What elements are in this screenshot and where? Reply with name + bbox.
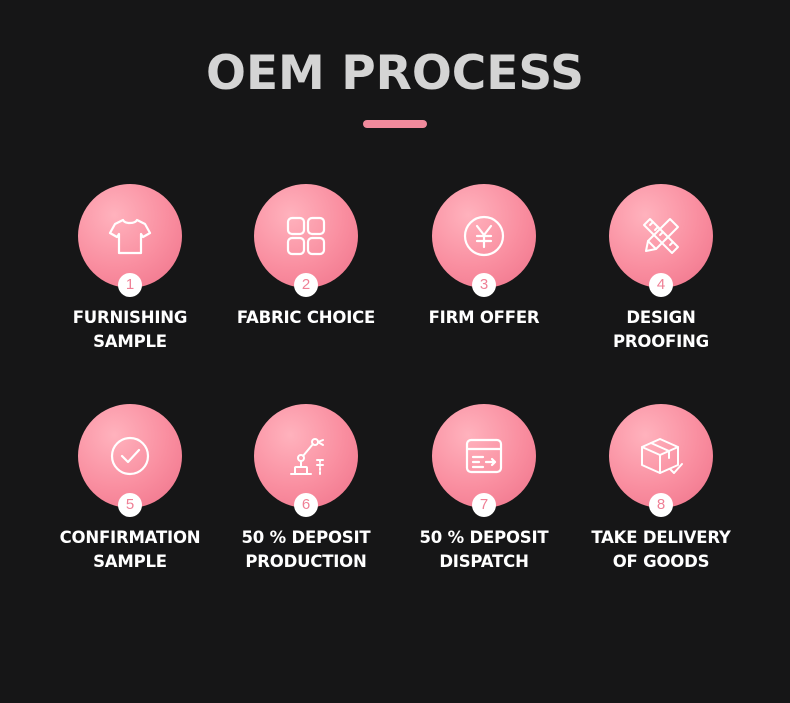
step-label-line1: TAKE DELIVERY: [591, 528, 731, 547]
title-underline: [363, 120, 427, 128]
step-circle: [78, 184, 182, 288]
robot-arm-icon: [290, 438, 325, 475]
step-label-line2: PROOFING: [612, 332, 709, 351]
step-circle: [609, 184, 713, 288]
step-label-line1: 50 % DEPOSIT: [241, 528, 371, 547]
step-label: TAKE DELIVERY OF GOODS: [561, 526, 761, 574]
step-label-line2: OF GOODS: [612, 552, 710, 571]
grid-squares-icon: [286, 216, 326, 256]
package-delivery-icon: [641, 438, 683, 474]
step-number: 4: [649, 273, 673, 297]
step-label: 50 % DEPOSIT PRODUCTION: [206, 526, 406, 574]
step-label: CONFIRMATION SAMPLE: [30, 526, 230, 574]
step-number: 5: [118, 493, 142, 517]
t-shirt-icon: [108, 218, 152, 255]
yen-coin-icon: [463, 215, 505, 257]
step-number: 3: [472, 273, 496, 297]
step-label: FURNISHING SAMPLE: [30, 306, 230, 354]
step-label-line1: CONFIRMATION: [59, 528, 201, 547]
dispatch-box-icon: [465, 438, 503, 474]
step-label-line1: FIRM OFFER: [428, 308, 540, 327]
step-label-line2: PRODUCTION: [245, 552, 367, 571]
step-label-line2: SAMPLE: [93, 552, 167, 571]
step-label-line1: FURNISHING: [72, 308, 188, 327]
step-number: 1: [118, 273, 142, 297]
step-label-line2: DISPATCH: [439, 552, 529, 571]
step-label: 50 % DEPOSIT DISPATCH: [384, 526, 584, 574]
page-title: OEM PROCESS: [206, 46, 584, 101]
step-label-line1: FABRIC CHOICE: [236, 308, 376, 327]
step-circle: [432, 184, 536, 288]
step-circle: [254, 184, 358, 288]
step-label: FIRM OFFER: [384, 306, 584, 330]
step-label-line2: SAMPLE: [93, 332, 167, 351]
pencil-ruler-icon: [643, 218, 679, 254]
step-circle: [609, 404, 713, 508]
step-number: 2: [294, 273, 318, 297]
step-number: 8: [649, 493, 673, 517]
step-label: FABRIC CHOICE: [206, 306, 406, 330]
step-number: 6: [294, 493, 318, 517]
step-label-line1: DESIGN: [626, 308, 696, 327]
step-label: DESIGN PROOFING: [561, 306, 761, 354]
step-circle: [254, 404, 358, 508]
step-label-line1: 50 % DEPOSIT: [419, 528, 549, 547]
step-circle: [78, 404, 182, 508]
step-circle: [432, 404, 536, 508]
check-circle-icon: [110, 436, 150, 476]
step-number: 7: [472, 493, 496, 517]
